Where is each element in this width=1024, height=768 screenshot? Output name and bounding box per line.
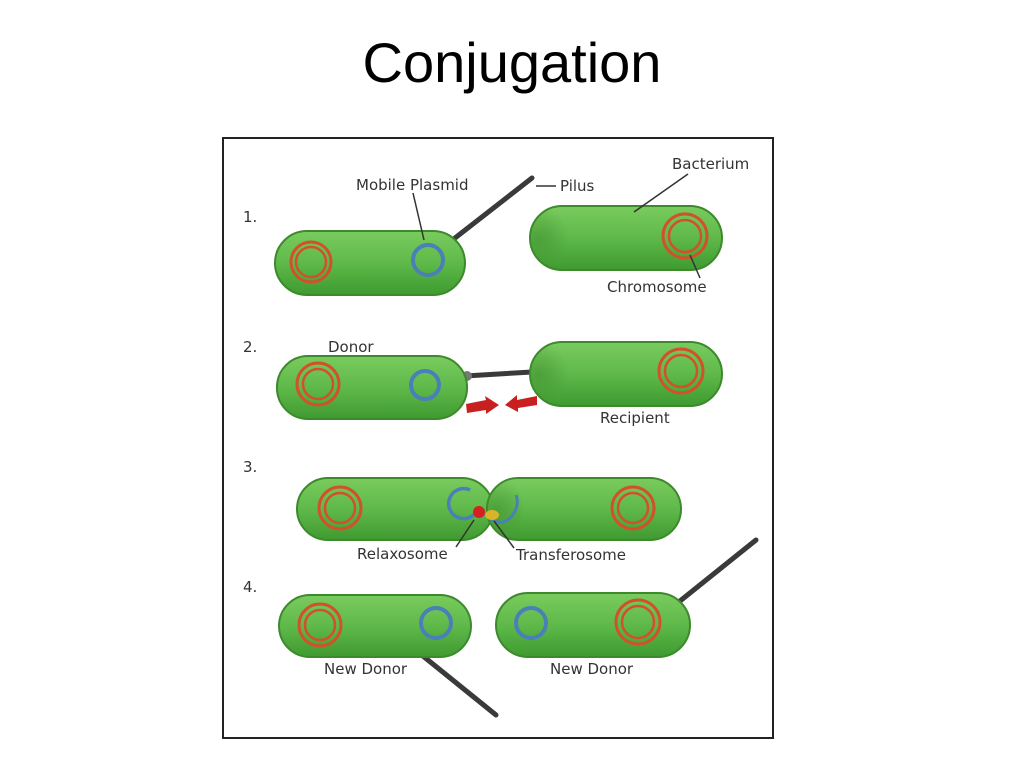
chromosome-ring-outer [289,240,333,284]
plasmid-ring [409,369,441,401]
chromosome-label: Chromosome [607,278,707,296]
recipient-label: Recipient [600,409,670,427]
chromosome-ring-inner [620,604,656,640]
plasmid-strand-donor [446,486,480,521]
step-1-number: 1. [243,208,257,226]
cell-shading [530,206,590,270]
step-2-group: Donor Recipient [276,338,723,427]
chromosome-ring-outer [610,485,656,531]
step-4-group: New Donor New Donor [278,537,759,718]
relaxosome-label: Relaxosome [357,545,448,563]
transferosome-shape [485,510,499,520]
pilus-bridge [462,369,535,379]
step-4-number: 4. [243,578,257,596]
donor-cell [274,230,466,296]
pilus-shape [677,537,759,604]
right-arrow-icon [466,396,499,414]
chromosome-ring-inner [667,218,703,254]
plasmid-ring [411,243,445,277]
transferosome-label: Transferosome [515,546,626,564]
left-arrow-icon [505,395,537,412]
step-1-group: Mobile Plasmid Pilus Bacterium Chromosom… [274,155,749,296]
step-2-number: 2. [243,338,257,356]
relaxosome-shape [473,506,485,518]
new-donor-label-left: New Donor [324,660,408,678]
slide-title: Conjugation [362,31,662,94]
chromosome-ring-inner [301,367,335,401]
relaxosome-leader [455,519,475,548]
new-donor-label-right: New Donor [550,660,634,678]
cell-shading [530,342,590,406]
chromosome-ring-inner [616,491,650,525]
plasmid-ring [514,606,548,640]
bacterium-leader [633,173,689,213]
mobile-plasmid-leader [412,192,425,241]
chromosome-ring-outer [317,485,363,531]
transferosome-leader [493,520,515,549]
chromosome-ring-outer [661,212,709,260]
new-donor-cell-left [278,594,472,658]
pilus-shape [452,175,535,241]
chromosome-ring-inner [663,353,699,389]
plasmid-strand-transfer [482,494,519,524]
chromosome-ring-outer [295,361,341,407]
chromosome-ring-inner [294,245,328,279]
step-3-number: 3. [243,458,257,476]
chromosome-leader [689,254,701,279]
donor-label: Donor [328,338,374,356]
chromosome-ring-outer [657,347,705,395]
new-donor-cell-right [495,592,691,658]
chromosome-ring-outer [614,598,662,646]
mobile-plasmid-label: Mobile Plasmid [356,176,469,194]
chromosome-ring-outer [297,602,343,648]
step-3-group: Relaxosome Transferosome [296,477,682,564]
chromosome-ring-inner [303,608,337,642]
plasmid-ring [419,606,453,640]
pilus-label: Pilus [560,177,595,195]
chromosome-ring-inner [323,491,357,525]
pilus-shape [415,649,499,718]
bacterium-label: Bacterium [672,155,749,173]
